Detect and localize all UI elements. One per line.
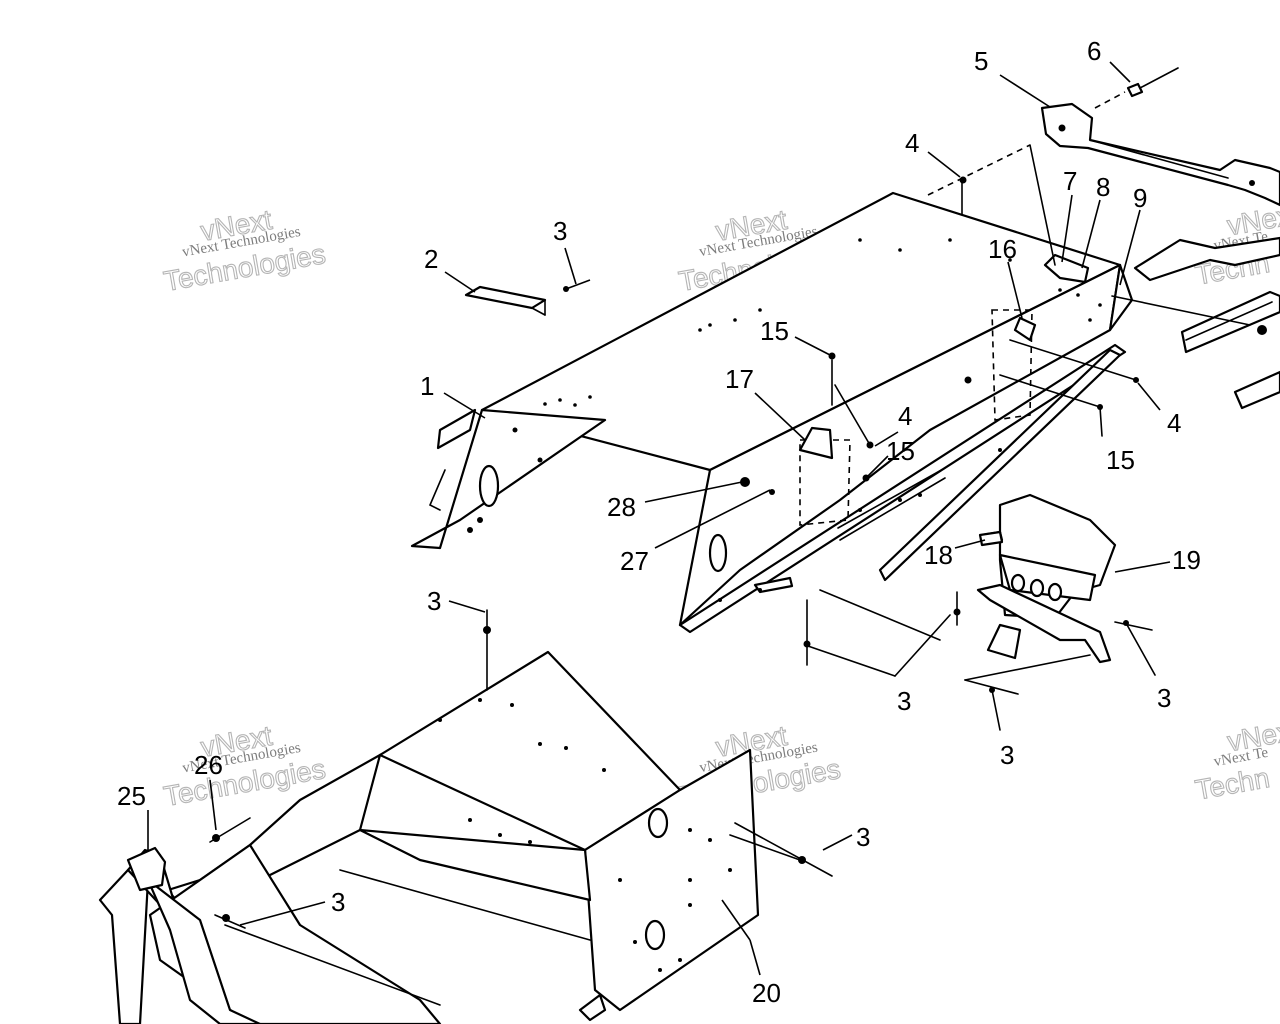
callout-18: 18	[924, 540, 953, 570]
callout-26: 26	[194, 750, 223, 780]
callout-19: 19	[1172, 545, 1201, 575]
callout-3: 3	[856, 822, 870, 852]
svg-text:Techn: Techn	[1193, 762, 1272, 806]
watermark-top-left: vNext vNext Technologies Technologies	[161, 203, 328, 297]
callout-4: 4	[898, 401, 912, 431]
callout-8: 8	[1096, 172, 1110, 202]
fasteners	[209, 91, 1251, 929]
callout-25: 25	[117, 781, 146, 811]
callout-27: 27	[620, 546, 649, 576]
callout-4: 4	[1167, 408, 1181, 438]
callout-16: 16	[988, 234, 1017, 264]
callout-2: 2	[424, 244, 438, 274]
callout-3: 3	[331, 887, 345, 917]
bulkhead-part	[98, 650, 760, 1024]
callout-3: 3	[897, 686, 911, 716]
bolt-part	[1126, 67, 1179, 98]
bracket-assembly-part	[976, 493, 1117, 664]
callout-15: 15	[1106, 445, 1135, 475]
callout-9: 9	[1133, 183, 1147, 213]
callout-5: 5	[974, 46, 988, 76]
right-rail-part	[1133, 236, 1280, 410]
plate-part	[464, 285, 547, 316]
rear-bracket-part	[1040, 102, 1280, 207]
callout-7: 7	[1063, 166, 1077, 196]
callout-1: 1	[420, 371, 434, 401]
callout-15: 15	[886, 436, 915, 466]
callout-4: 4	[905, 128, 919, 158]
callout-28: 28	[607, 492, 636, 522]
callout-6: 6	[1087, 36, 1101, 66]
tunnel-holes	[467, 238, 1102, 602]
tunnel-part	[410, 191, 1134, 634]
callout-3: 3	[1157, 683, 1171, 713]
callout-3: 3	[553, 216, 567, 246]
callout-20: 20	[752, 978, 781, 1008]
callout-17: 17	[725, 364, 754, 394]
callout-3: 3	[427, 586, 441, 616]
callout-3: 3	[1000, 740, 1014, 770]
callouts: 1 2 3 3 3 3 3 3 3 4 4 4 5 6 7 8 9 15 15 …	[117, 36, 1201, 1008]
pin-part	[978, 530, 1004, 547]
watermark-bottom-left: vNext vNext Technologies Technologies	[161, 719, 328, 812]
watermark-bottom-right: vNext vNext Te Techn	[1192, 714, 1280, 806]
callout-15: 15	[760, 316, 789, 346]
leader-lines	[147, 61, 1171, 976]
